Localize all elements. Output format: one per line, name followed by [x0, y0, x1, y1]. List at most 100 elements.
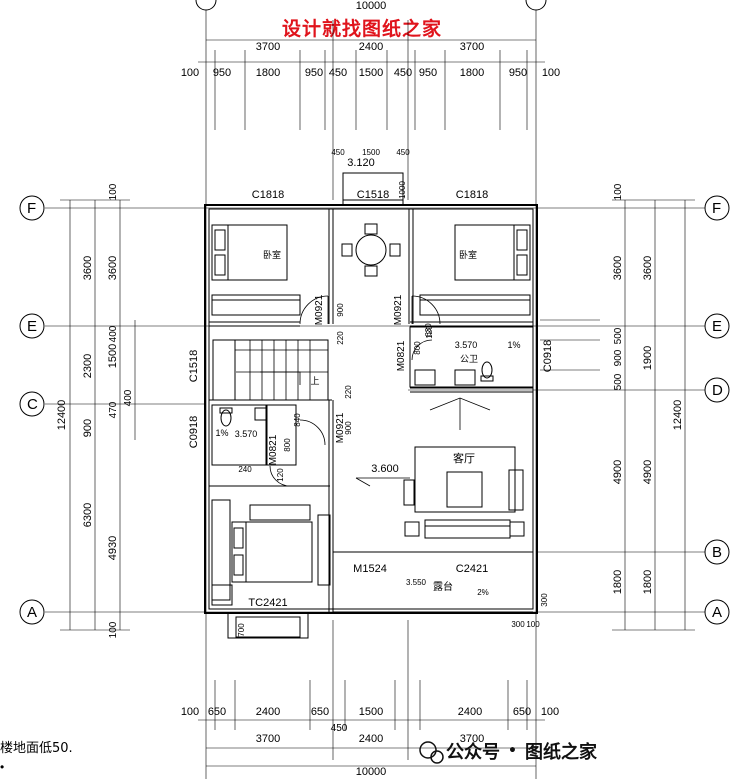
balcony-height-dim: 1000: [398, 181, 407, 199]
top-dim: 450: [329, 67, 347, 79]
door-label: M1524: [353, 563, 387, 575]
axis-letter-f: F: [27, 200, 36, 217]
left-dim: 4930: [107, 536, 119, 560]
axis-bubble-left-f: [19, 195, 45, 221]
window-label: C1518: [188, 350, 200, 382]
window-label: C1818: [252, 189, 284, 201]
bottom-dim: 650: [513, 706, 531, 718]
small-dim: 700: [237, 623, 246, 637]
slope-marks: 1% 1% 2%: [215, 340, 520, 597]
top-dim: 950: [509, 67, 527, 79]
footer-brand-2: 图纸之家: [524, 742, 597, 763]
bottom-dim: 2400: [359, 733, 383, 745]
slope-bath-1: 1%: [507, 340, 520, 350]
axis-bubble-left-c: [19, 391, 45, 417]
left-dim: 100: [108, 183, 119, 200]
balcony-level: 3.120: [347, 157, 375, 169]
room-label-bedroom-2: 卧室: [459, 249, 477, 260]
bottom-dim: 100: [541, 706, 559, 718]
level-living: 3.600: [371, 463, 399, 475]
small-dim: 840: [293, 413, 302, 427]
small-dim: 220: [344, 385, 353, 399]
left-dim: 400: [123, 389, 134, 406]
left-dim: 3600: [82, 256, 94, 280]
balcony-dimensions: 450 1500 450 1000: [331, 148, 410, 199]
room-label-bedroom-1: 卧室: [263, 249, 281, 260]
level-marks: 3.570 3.570 3.600 3.550: [235, 340, 478, 587]
axis-letter-e: E: [27, 318, 37, 335]
bottom-dim: 3700: [256, 733, 280, 745]
top-dim: 3700: [256, 41, 280, 53]
door-label: M0821: [268, 434, 279, 465]
bottom-dim: 100: [181, 706, 199, 718]
bed-right-upper: [419, 224, 531, 316]
bottom-dim: 2400: [458, 706, 482, 718]
bottom-dim: 650: [208, 706, 226, 718]
axis-bubble-right-f: [704, 195, 730, 221]
bottom-dimensions: 100 650 2400 650 1500 2400 650 100 450 3…: [181, 706, 559, 778]
small-dim: 630: [424, 323, 433, 337]
door-swings: [269, 295, 441, 487]
top-dim: 100: [542, 67, 560, 79]
axis-bubble-right-e: [704, 313, 730, 339]
footer-brand: 公众号 • 图纸之家: [418, 736, 597, 766]
left-dimensions: 12400 3600 2300 6300 3600 1500 900 4930 …: [56, 183, 134, 638]
left-dim: 1500: [107, 344, 119, 368]
note-bullet: •: [0, 760, 5, 774]
window-label: C1518: [357, 189, 389, 201]
balcony-dim: 450: [396, 148, 410, 157]
top-dimensions: 10000 3700 2400 3700 100 950 1800 950 45…: [181, 0, 560, 79]
room-label-terrace: 露台: [433, 580, 453, 593]
right-dim: 100: [613, 183, 624, 200]
wechat-logo-icon: [419, 741, 444, 764]
bed-left-upper: [211, 224, 301, 316]
axis-bubble-left-e: [19, 313, 45, 339]
left-dim: 900: [82, 419, 94, 437]
left-total-dim: 12400: [56, 400, 68, 431]
door-label: M0921: [314, 294, 325, 325]
small-dim: 900: [344, 421, 353, 435]
dining-table: [341, 223, 401, 277]
axis-bubble-right-b: [704, 539, 730, 565]
axis-letter-d: D: [712, 382, 723, 399]
footer-brand-1: 公众号: [446, 742, 500, 763]
left-dim: 400: [108, 325, 119, 342]
small-dim: 120: [425, 325, 434, 339]
small-dimensions: 900 900 220 220 840 800 800 120 120 240 …: [237, 303, 549, 637]
watermark-title: 设计就找图纸之家: [282, 18, 443, 40]
top-dim: 1500: [359, 67, 383, 79]
window-label: C0918: [542, 340, 554, 372]
floor-note: 楼地面低50.: [0, 741, 73, 756]
left-dim: 100: [108, 621, 119, 638]
window-label: C1818: [456, 189, 488, 201]
door-labels: M0921 M0921 M0821 M0821 M0921 M1524: [268, 294, 407, 575]
right-dim: 4900: [612, 460, 624, 484]
stairs: [235, 340, 328, 400]
axis-bubbles: [19, 0, 730, 625]
right-dim: 1800: [612, 570, 624, 594]
right-dim: 3600: [642, 256, 654, 280]
bottom-dim: 450: [331, 723, 348, 734]
room-label-living: 客厅: [453, 451, 475, 465]
small-dim: 120: [276, 468, 285, 482]
door-label: M0821: [396, 340, 407, 371]
bottom-dim: 1500: [359, 706, 383, 718]
top-total-dim: 10000: [356, 0, 387, 12]
stair-up-label: 上: [310, 376, 319, 386]
level-bath-2: 3.570: [235, 429, 258, 439]
left-dim: 2300: [82, 354, 94, 378]
bath-fixtures: [219, 361, 494, 427]
level-terrace: 3.550: [406, 578, 427, 587]
window-labels: C1818 C1518 C1818 C1518 C0918 C0918 C242…: [188, 189, 554, 609]
balcony-dim: 450: [331, 148, 345, 157]
axis-bubble-right-d: [704, 377, 730, 403]
small-dim: 240: [238, 465, 252, 474]
axis-letter-a: A: [27, 604, 37, 621]
left-dim: 470: [108, 401, 119, 418]
bottom-total-dim: 10000: [356, 766, 387, 778]
wall-thickness: [208, 172, 534, 639]
left-dim: 6300: [82, 503, 94, 527]
right-dim: 1800: [642, 570, 654, 594]
right-dimensions: 12400 3600 1900 4900 1800 3600 500 900 5…: [612, 183, 684, 594]
